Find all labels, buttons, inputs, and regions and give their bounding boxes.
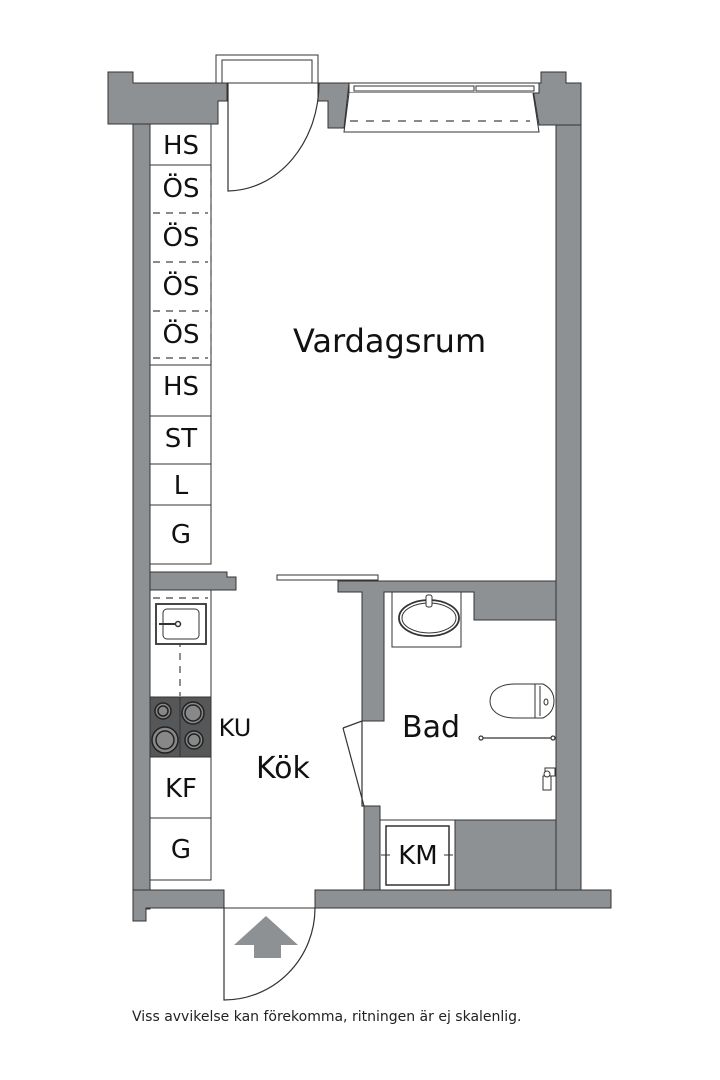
door-bath bbox=[342, 720, 364, 807]
closet-label: ÖS bbox=[162, 223, 200, 253]
room-label-living: Vardagsrum bbox=[293, 322, 487, 360]
door-swing-top bbox=[227, 82, 320, 192]
room-label-kitchen: Kök bbox=[256, 751, 310, 786]
washer-box bbox=[379, 819, 456, 891]
fridge-label: KF bbox=[164, 774, 197, 804]
closet-label: ÖS bbox=[162, 320, 200, 350]
sliding-door bbox=[276, 574, 379, 581]
washer-label: KM bbox=[398, 841, 438, 871]
disclaimer-text: Viss avvikelse kan förekomma, ritningen … bbox=[132, 1009, 522, 1025]
wall-left bbox=[132, 123, 151, 910]
wall-bottom-right bbox=[314, 889, 612, 909]
wall-bottom bbox=[132, 889, 225, 922]
closet-label: HS bbox=[162, 131, 200, 161]
wall-kitchen-living bbox=[149, 571, 237, 591]
wall-right bbox=[555, 124, 582, 891]
closet-label: ÖS bbox=[162, 272, 200, 302]
closet-label: ST bbox=[164, 424, 198, 454]
wall-bath-lower bbox=[454, 819, 557, 891]
closet-label: L bbox=[173, 471, 189, 501]
wall-bath-living bbox=[337, 580, 557, 722]
entrance-arrow-icon bbox=[234, 916, 298, 958]
bath-sink bbox=[391, 591, 462, 648]
door-swing-entrance bbox=[223, 907, 316, 1001]
cabinet-label: G bbox=[170, 835, 192, 865]
kitchen-sink bbox=[155, 603, 207, 645]
shower-rod bbox=[478, 735, 556, 741]
closet-label: G bbox=[170, 520, 192, 550]
room-label-bath: Bad bbox=[402, 710, 461, 745]
wall-top-mid bbox=[317, 82, 350, 129]
wall-bath-left-lower bbox=[363, 805, 381, 891]
closet-label: HS bbox=[162, 372, 200, 402]
closet-label: ÖS bbox=[162, 174, 200, 204]
stove-label: KU bbox=[218, 714, 252, 742]
toilet-icon bbox=[489, 683, 555, 719]
shower-mixer-icon bbox=[542, 767, 556, 791]
stove-icon bbox=[149, 696, 212, 758]
